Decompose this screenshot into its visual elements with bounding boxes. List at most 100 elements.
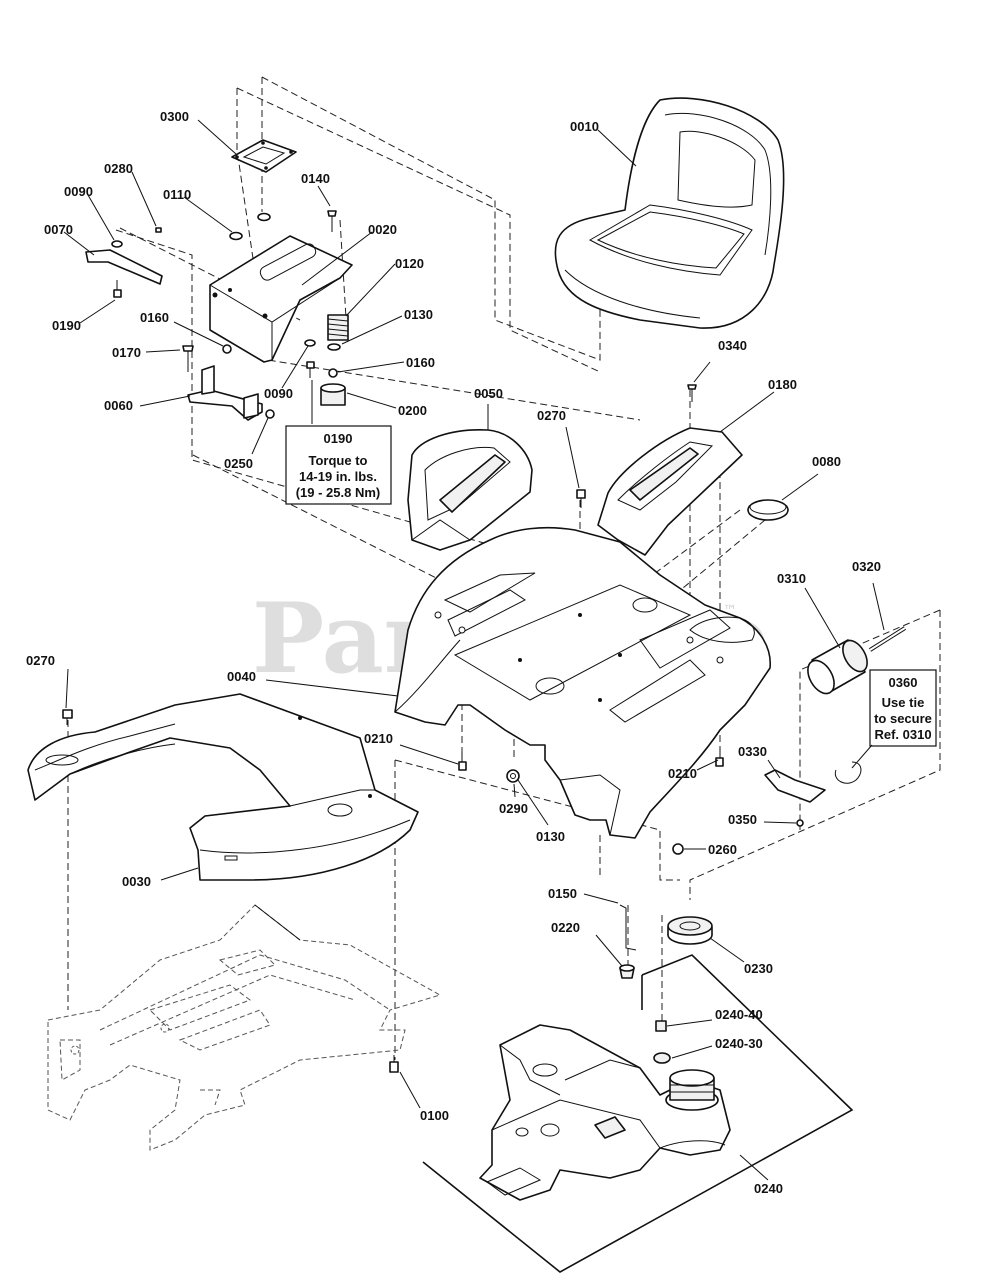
screw-0350 (796, 819, 804, 827)
washer-0090 (111, 240, 123, 248)
washer-0090-b (304, 339, 316, 347)
callout-0270-a: 0270 (537, 408, 566, 423)
callout-0020: 0020 (368, 222, 397, 237)
bolt-0140 (327, 210, 337, 232)
bolt-0340 (687, 384, 697, 402)
callout-0010: 0010 (570, 119, 599, 134)
torque-line-1: Torque to (309, 453, 368, 468)
vent-line-0150 (619, 904, 637, 951)
cover-0050 (407, 429, 533, 551)
callout-0060: 0060 (104, 398, 133, 413)
washer-0110 (229, 231, 243, 241)
footrest-0030 (27, 693, 419, 881)
tie-note-0360: 0360 Use tie to secure Ref. 0310 (869, 669, 937, 747)
callout-0140: 0140 (301, 171, 330, 186)
plug-0080 (747, 499, 789, 521)
callout-0300: 0300 (160, 109, 189, 124)
cover-0180 (597, 427, 743, 556)
callout-0360: 0360 (889, 675, 918, 690)
frame-phantom (47, 904, 442, 1151)
washer-0110-b (257, 212, 271, 222)
tie-line-2: to secure (874, 711, 932, 726)
callout-0230: 0230 (744, 961, 773, 976)
spring-0120 (327, 314, 349, 341)
torque-note: 0190 Torque to 14-19 in. lbs. (19 - 25.8… (285, 425, 392, 505)
callout-0340: 0340 (718, 338, 747, 353)
fender-0040 (394, 526, 771, 839)
callout-0330: 0330 (738, 744, 767, 759)
bolt-0270 (576, 489, 586, 508)
filter-0310 (807, 639, 868, 695)
tie-line-3: Ref. 0310 (874, 727, 931, 742)
clip-0280 (155, 227, 162, 233)
fuel-cap-0230 (667, 916, 713, 945)
bolt-0190 (113, 280, 122, 298)
nut-0260 (672, 843, 684, 855)
tie-line-1: Use tie (882, 695, 925, 710)
callout-0040: 0040 (227, 669, 256, 684)
lever-0070 (85, 249, 163, 285)
callout-0310: 0310 (777, 571, 806, 586)
callout-0210-a: 0210 (364, 731, 393, 746)
seat-0010 (554, 97, 785, 329)
plate-0300 (231, 139, 297, 173)
grommet-0220 (619, 964, 635, 979)
callout-0280: 0280 (104, 161, 133, 176)
callout-0260: 0260 (708, 842, 737, 857)
callout-0190-a: 0190 (52, 318, 81, 333)
nut-0160-a (222, 344, 232, 354)
callout-0150: 0150 (548, 886, 577, 901)
callout-0090-a: 0090 (64, 184, 93, 199)
callout-0160-b: 0160 (406, 355, 435, 370)
callout-0250: 0250 (224, 456, 253, 471)
gasket-0240-30 (653, 1052, 671, 1064)
callout-0320: 0320 (852, 559, 881, 574)
callout-0030: 0030 (122, 874, 151, 889)
bolt-0190-b (306, 361, 315, 378)
torque-line-2: 14-19 in. lbs. (299, 469, 377, 484)
bolt-0270-b (62, 709, 73, 725)
bumper-0200 (320, 383, 346, 406)
bolt-0210-a (458, 752, 467, 771)
callout-0090-b: 0090 (264, 386, 293, 401)
callout-0240: 0240 (754, 1181, 783, 1196)
callout-0270-b: 0270 (26, 653, 55, 668)
callout-0350: 0350 (728, 812, 757, 827)
callout-0220: 0220 (551, 920, 580, 935)
pin-0170 (182, 345, 194, 372)
callout-0120: 0120 (395, 256, 424, 271)
callout-0070: 0070 (44, 222, 73, 237)
callout-0290: 0290 (499, 801, 528, 816)
tank-group-outline (422, 954, 854, 1273)
callout-0130-a: 0130 (404, 307, 433, 322)
fuel-tank-0240 (479, 1024, 731, 1201)
bracket-0060 (187, 365, 263, 421)
torque-line-3: (19 - 25.8 Nm) (296, 485, 381, 500)
leader-lines (63, 119, 885, 1181)
callout-0200: 0200 (398, 403, 427, 418)
nut-0160 (328, 368, 338, 378)
callout-0100: 0100 (420, 1108, 449, 1123)
callout-0180: 0180 (768, 377, 797, 392)
nut-0290 (506, 769, 520, 783)
fitting-0240-40 (655, 1020, 667, 1032)
washer-0130 (327, 343, 341, 351)
callout-0240-30: 0240-30 (715, 1036, 763, 1051)
callout-0210-b: 0210 (668, 766, 697, 781)
callout-0240-40: 0240-40 (715, 1007, 763, 1022)
bracket-0330 (764, 769, 826, 803)
hose-0320-inner (869, 627, 906, 651)
seat-bracket-0020 (209, 235, 353, 363)
callout-0170: 0170 (112, 345, 141, 360)
callout-0050: 0050 (474, 386, 503, 401)
callout-0130-b: 0130 (536, 829, 565, 844)
callout-0160-a: 0160 (140, 310, 169, 325)
bolt-0100 (389, 1055, 399, 1073)
bolt-0210-b (715, 748, 724, 767)
callout-0110: 0110 (163, 187, 191, 202)
callout-0080: 0080 (812, 454, 841, 469)
nut-0250 (265, 409, 275, 419)
cable-tie (834, 761, 862, 784)
callout-0190-torque: 0190 (324, 431, 353, 446)
